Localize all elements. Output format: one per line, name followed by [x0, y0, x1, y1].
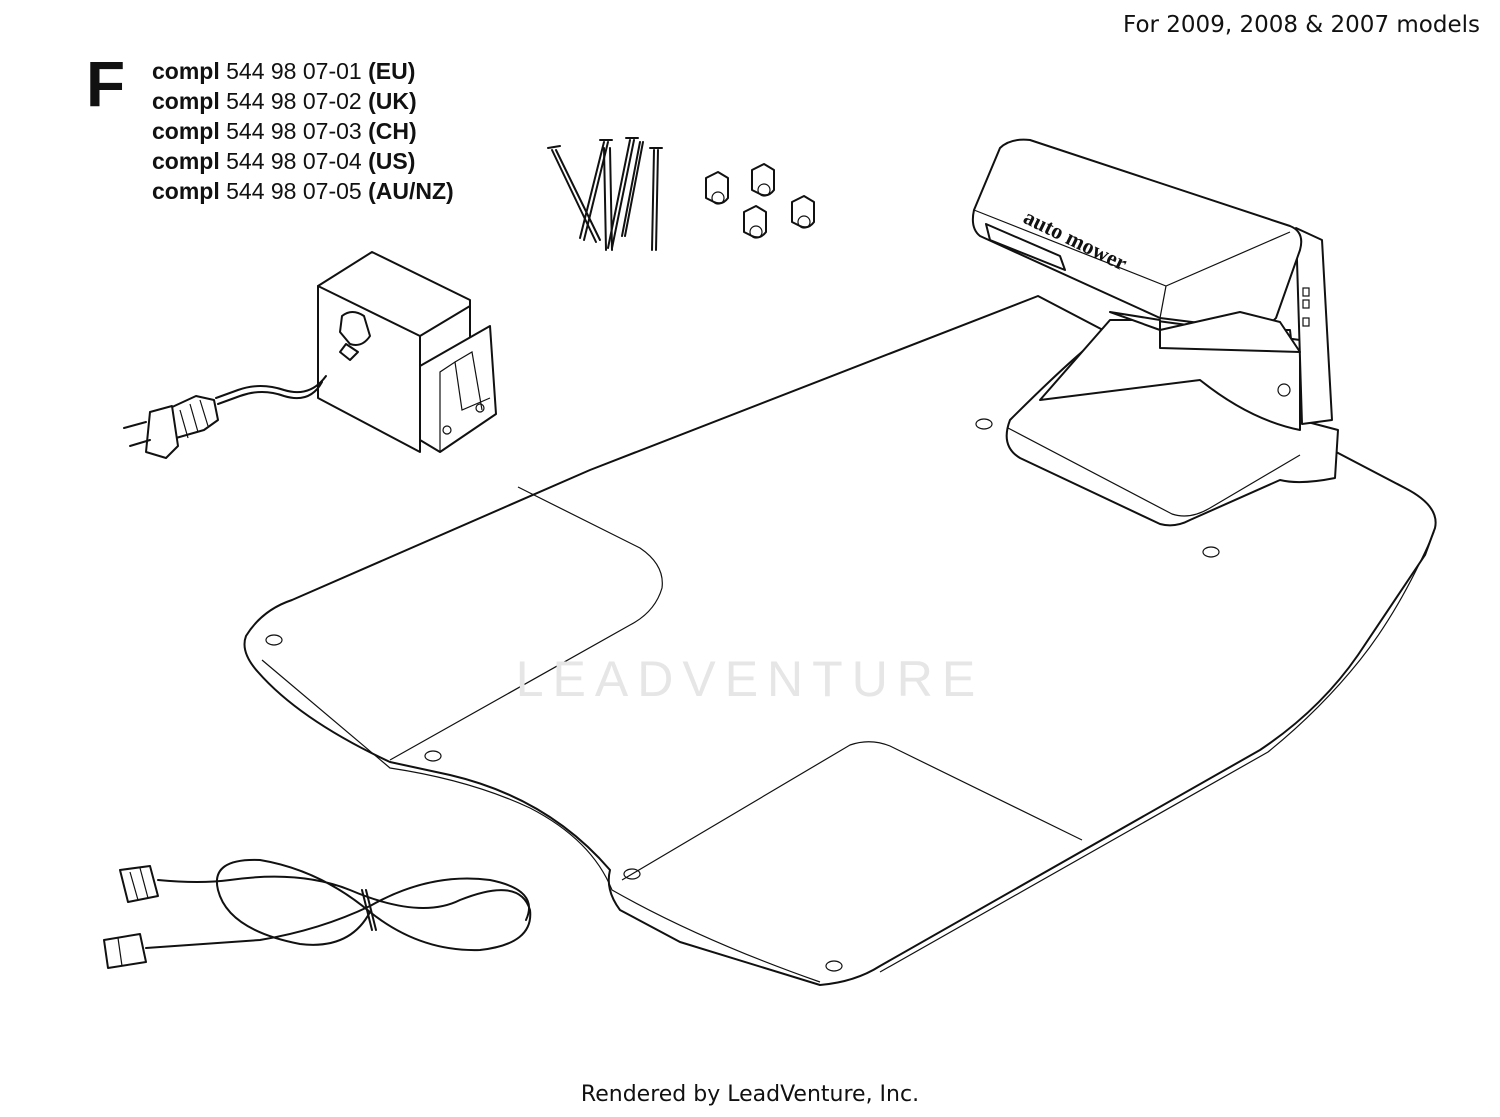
part-prefix: compl: [152, 118, 220, 144]
footer-credit: Rendered by LeadVenture, Inc.: [580, 1082, 920, 1107]
part-prefix: compl: [152, 178, 220, 204]
wall-plug-icon: [123, 375, 327, 459]
part-region: (AU/NZ): [368, 178, 454, 204]
plate-screw-holes: [265, 418, 1220, 972]
part-row: compl 544 98 07-01 (EU): [152, 56, 454, 86]
part-region: (UK): [368, 88, 417, 114]
part-prefix: compl: [152, 58, 220, 84]
part-prefix: compl: [152, 88, 220, 114]
models-note: For 2009, 2008 & 2007 models: [1123, 12, 1480, 38]
parts-list: compl 544 98 07-01 (EU) compl 544 98 07-…: [152, 56, 454, 206]
part-region: (US): [368, 148, 416, 174]
part-region: (CH): [368, 118, 417, 144]
part-number: 544 98 07-05: [226, 178, 362, 204]
part-number: 544 98 07-02: [226, 88, 362, 114]
part-row: compl 544 98 07-03 (CH): [152, 116, 454, 146]
part-row: compl 544 98 07-05 (AU/NZ): [152, 176, 454, 206]
part-row: compl 544 98 07-02 (UK): [152, 86, 454, 116]
stake-pegs-icon: [547, 137, 663, 251]
wire-connector-icon: [705, 163, 815, 239]
low-voltage-cable-icon: [103, 858, 532, 969]
charging-station-icon: auto mower: [971, 138, 1339, 527]
section-letter: F: [86, 48, 126, 120]
part-number: 544 98 07-04: [226, 148, 362, 174]
part-row: compl 544 98 07-04 (US): [152, 146, 454, 176]
watermark-text: LEADVENTURE: [515, 651, 985, 707]
part-number: 544 98 07-03: [226, 118, 362, 144]
part-number: 544 98 07-01: [226, 58, 362, 84]
power-supply-icon: [317, 251, 497, 453]
part-prefix: compl: [152, 148, 220, 174]
part-region: (EU): [368, 58, 416, 84]
